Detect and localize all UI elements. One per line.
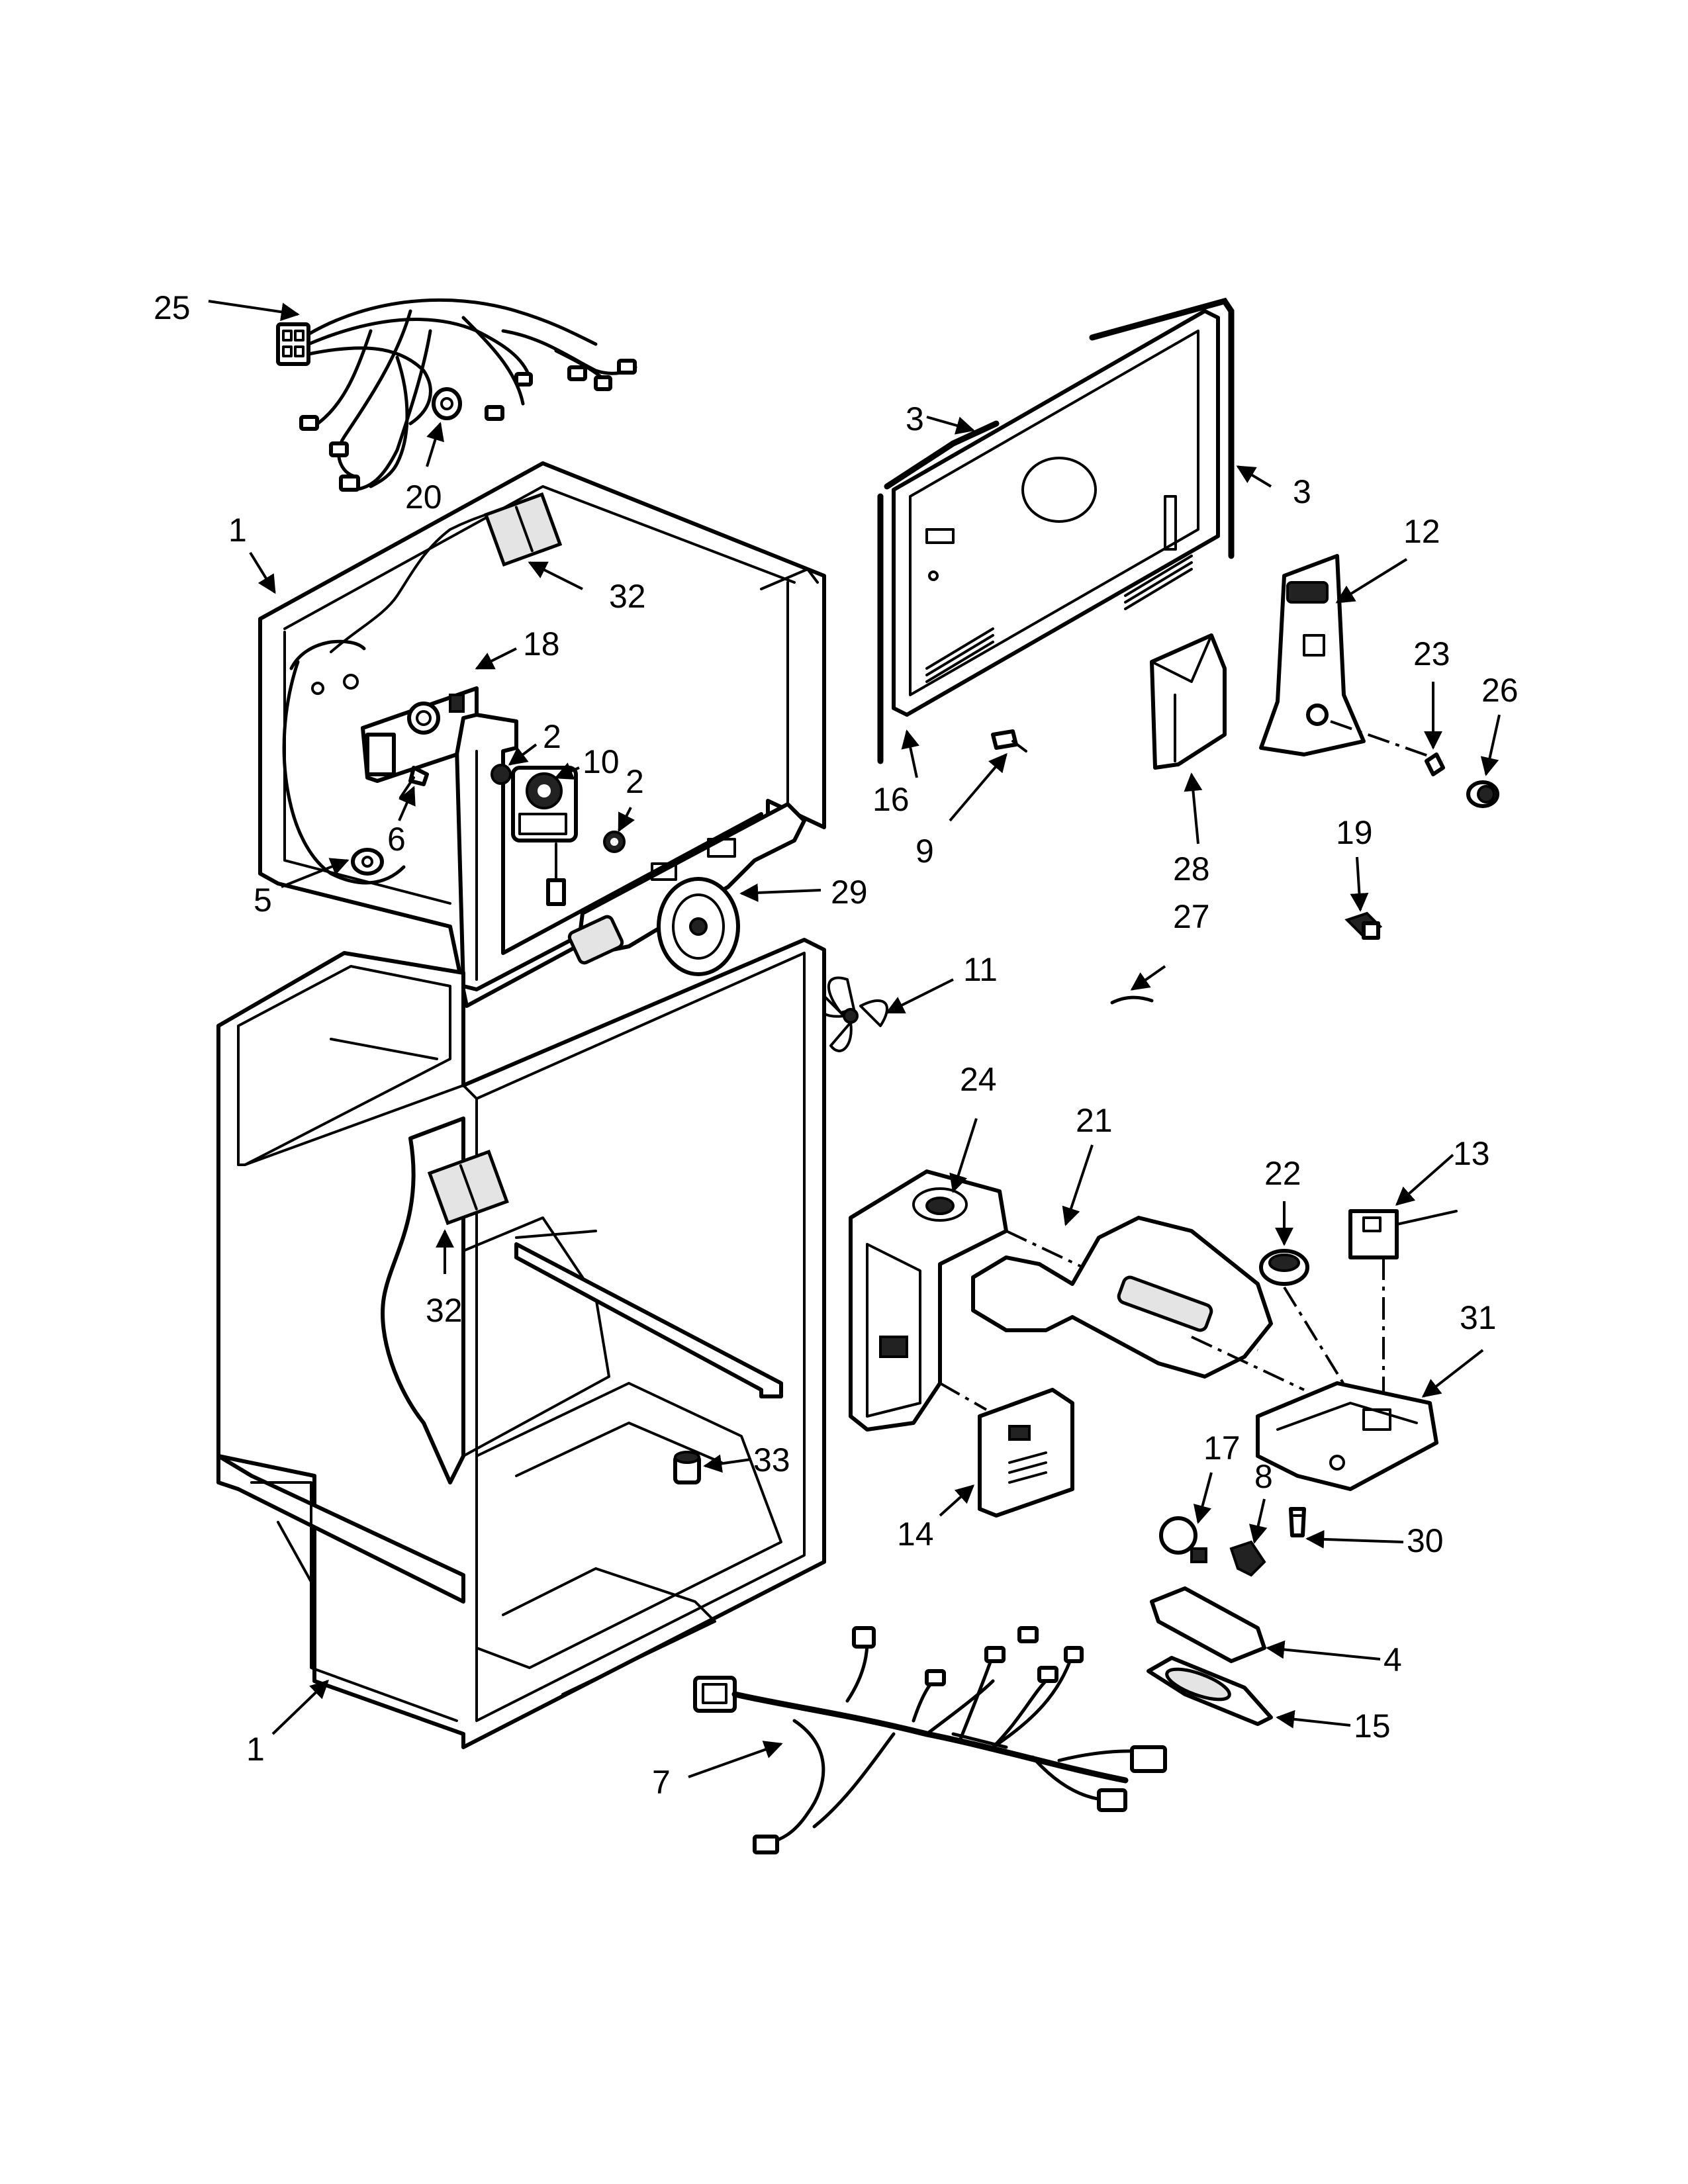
callout-18: 18 bbox=[523, 625, 560, 662]
duct-cover bbox=[1150, 633, 1227, 770]
callout-32-upper: 32 bbox=[609, 578, 646, 615]
callout-5: 5 bbox=[254, 882, 272, 919]
callout-33: 33 bbox=[753, 1441, 790, 1479]
callout-6: 6 bbox=[387, 821, 406, 858]
callout-3-left: 3 bbox=[906, 400, 924, 437]
light-bulb bbox=[1159, 1516, 1207, 1563]
callout-8: 8 bbox=[1254, 1458, 1273, 1495]
callout-10: 10 bbox=[583, 743, 620, 780]
callout-19: 19 bbox=[1336, 814, 1373, 851]
callout-23: 23 bbox=[1413, 635, 1450, 672]
bottom-wire-harness bbox=[693, 1626, 1167, 1854]
callout-17: 17 bbox=[1203, 1430, 1241, 1467]
light-shield bbox=[1150, 1586, 1266, 1663]
grommet bbox=[491, 764, 626, 853]
callout-1-upper: 1 bbox=[228, 512, 247, 549]
drain-tube bbox=[1110, 995, 1154, 1005]
control-bracket bbox=[361, 686, 479, 783]
light-housing bbox=[971, 1216, 1305, 1391]
callout-28: 28 bbox=[1173, 850, 1210, 887]
evaporator-cover bbox=[892, 309, 1220, 717]
callout-22: 22 bbox=[1264, 1155, 1301, 1192]
callout-29: 29 bbox=[831, 874, 868, 911]
mounting-clip bbox=[1344, 911, 1383, 940]
callout-24: 24 bbox=[960, 1061, 997, 1098]
air-duct bbox=[849, 1169, 1258, 1432]
callout-2-lower: 2 bbox=[626, 763, 644, 800]
light-bracket bbox=[1256, 1381, 1438, 1491]
callout-1-lower: 1 bbox=[246, 1731, 265, 1768]
callout-9: 9 bbox=[915, 833, 934, 870]
callout-12: 12 bbox=[1403, 513, 1440, 550]
callout-13: 13 bbox=[1453, 1135, 1490, 1172]
callout-2-upper: 2 bbox=[543, 718, 561, 755]
callout-4: 4 bbox=[1383, 1641, 1402, 1678]
callout-7: 7 bbox=[652, 1764, 671, 1801]
callout-11: 11 bbox=[963, 951, 998, 988]
fan-shroud bbox=[567, 802, 806, 976]
callout-20: 20 bbox=[405, 478, 442, 516]
callout-26: 26 bbox=[1481, 672, 1519, 709]
wire-clip bbox=[351, 848, 384, 876]
callout-15: 15 bbox=[1354, 1707, 1391, 1745]
callout-14: 14 bbox=[897, 1516, 934, 1553]
fresh-food-liner bbox=[216, 938, 826, 1749]
callout-16: 16 bbox=[872, 781, 910, 818]
plug bbox=[673, 1451, 701, 1484]
air-duct-cover bbox=[939, 1382, 1074, 1518]
temperature-control-knob bbox=[1466, 780, 1499, 808]
callout-30: 30 bbox=[1407, 1522, 1444, 1559]
control-housing bbox=[1259, 554, 1444, 762]
screw bbox=[991, 729, 1027, 752]
callout-32-lower: 32 bbox=[426, 1292, 463, 1329]
callout-31: 31 bbox=[1460, 1299, 1497, 1336]
callout-25: 25 bbox=[154, 289, 191, 326]
top-wire-harness bbox=[276, 298, 637, 492]
screw bbox=[1289, 1507, 1306, 1537]
callout-21: 21 bbox=[1076, 1102, 1113, 1139]
light-cover bbox=[1147, 1656, 1273, 1726]
fan-blade bbox=[817, 976, 888, 1052]
knob-screw bbox=[1425, 752, 1445, 776]
callout-3-right: 3 bbox=[1293, 473, 1311, 510]
evaporator-fan-motor bbox=[511, 766, 578, 906]
callout-labels: 25 20 1 32 18 2 10 2 6 5 29 11 3 3 12 23… bbox=[154, 289, 1519, 1801]
light-socket bbox=[1229, 1540, 1266, 1577]
callout-27: 27 bbox=[1173, 898, 1210, 935]
gasket-seal bbox=[877, 297, 1235, 764]
leader-lines bbox=[208, 300, 1501, 1778]
thermostat bbox=[1348, 1209, 1458, 1403]
